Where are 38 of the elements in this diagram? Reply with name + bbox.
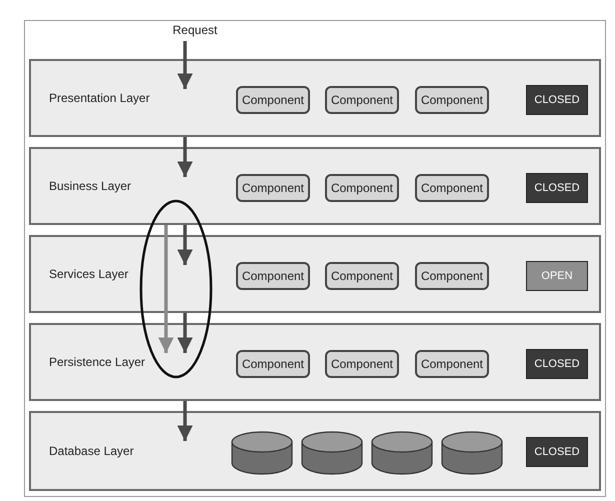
layer-band — [29, 147, 601, 225]
component-box: Component — [236, 350, 310, 378]
layer-label: Database Layer — [49, 444, 134, 458]
layer-band — [29, 323, 601, 401]
request-label: Request — [165, 23, 225, 41]
arrow — [177, 41, 193, 89]
component-box: Component — [415, 262, 489, 290]
status-box: CLOSED — [526, 349, 588, 379]
layer-band — [29, 59, 601, 137]
arrow — [158, 225, 174, 353]
component-box: Component — [236, 86, 310, 114]
layer-label: Persistence Layer — [49, 355, 146, 369]
arrow — [177, 401, 193, 441]
component-box: Component — [415, 86, 489, 114]
layer-band — [29, 235, 601, 313]
arrow — [177, 225, 193, 265]
component-box: Component — [236, 174, 310, 202]
layer-band — [29, 411, 601, 491]
status-box: CLOSED — [526, 85, 588, 115]
status-box: CLOSED — [526, 437, 588, 467]
database-cylinder — [441, 431, 503, 475]
database-cylinder — [371, 431, 433, 475]
layer-label: Business Layer — [49, 179, 132, 193]
component-box: Component — [415, 174, 489, 202]
layer-label: Services Layer — [49, 267, 128, 281]
arrow — [177, 313, 193, 353]
layer-label: Presentation Layer — [49, 91, 150, 105]
status-box: OPEN — [526, 261, 588, 291]
database-cylinder — [301, 431, 363, 475]
status-box: CLOSED — [526, 173, 588, 203]
arrow — [177, 137, 193, 177]
component-box: Component — [325, 262, 399, 290]
component-box: Component — [325, 174, 399, 202]
database-cylinder — [231, 431, 293, 475]
component-box: Component — [236, 262, 310, 290]
component-box: Component — [415, 350, 489, 378]
component-box: Component — [325, 350, 399, 378]
component-box: Component — [325, 86, 399, 114]
